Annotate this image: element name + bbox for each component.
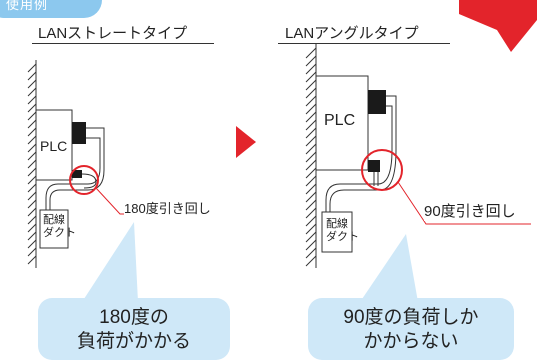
right-title: LANアングルタイプ	[285, 25, 419, 42]
right-angle-connector	[368, 160, 380, 172]
left-wall	[27, 60, 37, 268]
left-cable	[45, 127, 105, 210]
right-wall	[305, 44, 317, 268]
left-title-underline	[32, 43, 214, 44]
left-highlight-circle	[69, 165, 99, 195]
corner-ribbon	[459, 0, 537, 52]
right-bubble-line1: 90度の負荷しか	[343, 307, 479, 328]
left-result-bubble: 180度の 負荷がかかる	[38, 298, 230, 360]
right-title-underline	[278, 43, 450, 44]
right-lan-connector	[368, 90, 386, 114]
left-bottom-connector	[72, 170, 82, 178]
right-bubble-line2: かからない	[363, 331, 459, 352]
left-bubble-line2: 負荷がかかる	[76, 331, 191, 352]
left-bubble-line1: 180度の	[99, 307, 169, 328]
left-callout-text: 180度引き回し	[124, 198, 211, 217]
left-plc-label: PLC	[40, 138, 68, 154]
right-highlight-circle	[361, 149, 403, 191]
left-duct-box	[39, 209, 69, 249]
left-title: LANストレートタイプ	[38, 25, 188, 42]
left-plc-box	[35, 109, 73, 181]
usage-example-tab: 使用例	[0, 0, 102, 18]
left-lan-connector	[72, 122, 86, 144]
right-callout-text: 90度引き回し	[424, 200, 516, 221]
arrow-icon	[236, 126, 256, 158]
usage-example-label: 使用例	[6, 0, 49, 12]
right-bubble-pointer	[360, 234, 418, 302]
left-duct-label: 配線 ダクト	[43, 214, 76, 239]
right-callout-line	[397, 181, 531, 225]
right-duct-label: 配線 ダクト	[326, 218, 359, 243]
right-result-bubble: 90度の負荷しか かからない	[308, 298, 514, 360]
right-duct-box	[321, 211, 353, 253]
left-bubble-pointer	[82, 222, 138, 302]
right-plc-box	[315, 75, 369, 171]
right-plc-label: PLC	[324, 112, 356, 129]
